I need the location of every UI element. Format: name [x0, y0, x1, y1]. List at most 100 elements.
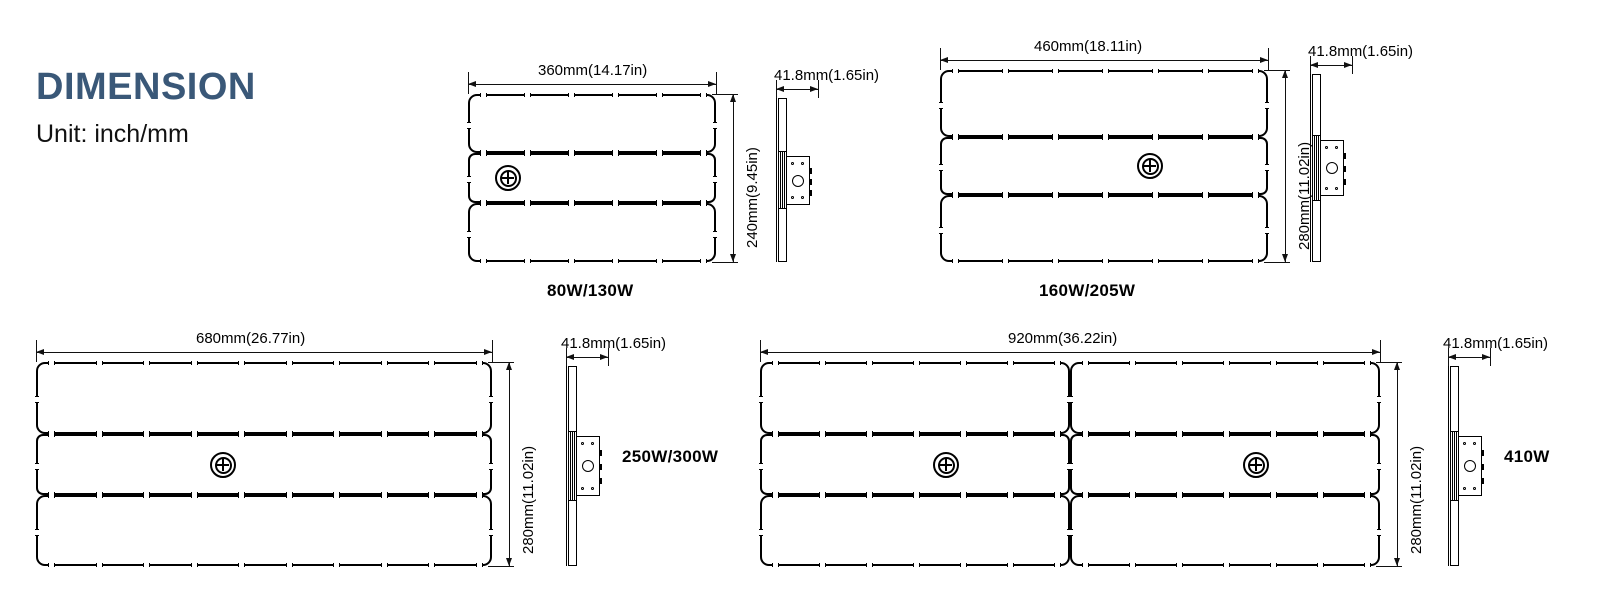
- heatsink-notch: [866, 361, 873, 365]
- heatsink-notch: [1002, 136, 1009, 140]
- ext-line: [712, 94, 738, 95]
- heatsink-notch: [772, 433, 779, 437]
- heatsink-notch: [952, 136, 959, 140]
- fixture-side-view: [1310, 74, 1354, 262]
- housing-edge-top: [1450, 366, 1459, 432]
- mounting-bracket: [786, 156, 812, 205]
- heatsink-notch: [656, 202, 663, 206]
- bracket-screw-hole: [801, 196, 805, 200]
- heatsink-notch: [1223, 361, 1230, 365]
- heatsink-notch: [1007, 361, 1014, 365]
- heatsink-notch: [428, 494, 436, 498]
- heatsink-notch: [95, 433, 103, 437]
- phillips-screw-icon: [495, 165, 521, 191]
- heatsink-notch: [1102, 259, 1109, 263]
- heatsink-notch: [380, 361, 388, 365]
- width-dimension-line: [468, 81, 716, 87]
- housing-edge-bottom: [1312, 200, 1321, 262]
- depth-dimension-line: [1448, 354, 1490, 360]
- heatsink-notch: [1223, 494, 1230, 498]
- heatsink-notch: [1377, 528, 1381, 536]
- heatsink-notch: [1129, 361, 1136, 365]
- heatsink-notch: [238, 563, 246, 567]
- phillips-screw-icon: [933, 452, 959, 478]
- junction-box-knockout-icon: [582, 460, 594, 472]
- heatsink-notch: [476, 433, 483, 437]
- bracket-tab: [599, 450, 602, 456]
- heatsink-notch: [568, 152, 575, 156]
- heatsink-notch: [1176, 494, 1183, 498]
- mounting-bracket: [1320, 140, 1346, 196]
- heatsink-notch: [1082, 494, 1089, 498]
- heatsink-notch: [1252, 69, 1259, 73]
- height-dimension-label: 240mm(9.45in): [744, 147, 761, 248]
- fixture-panel: [939, 136, 1269, 196]
- heatsink-notch: [1270, 563, 1277, 567]
- fixture-panel: [1069, 433, 1381, 496]
- heatsink-notch: [1052, 136, 1059, 140]
- junction-box-knockout-icon: [792, 175, 804, 187]
- heatsink-notch: [952, 259, 959, 263]
- heatsink-notch: [1270, 494, 1277, 498]
- heatsink-notch: [1069, 396, 1073, 403]
- heatsink-notch: [524, 93, 531, 97]
- heatsink-notch: [1102, 136, 1109, 140]
- heatsink-notch: [524, 259, 531, 263]
- depth-dimension-line: [566, 354, 608, 360]
- heatsink-notch: [489, 462, 493, 470]
- heatsink-notch: [1054, 433, 1061, 437]
- heatsink-notch: [35, 528, 39, 536]
- ext-line: [608, 348, 609, 366]
- heatsink-notch: [700, 93, 707, 97]
- heatsink-notch: [1202, 69, 1209, 73]
- heatsink-notch: [480, 202, 487, 206]
- unit-note: Unit: inch/mm: [36, 120, 189, 148]
- heatsink-notch: [612, 152, 619, 156]
- height-dimension-line: [1282, 70, 1288, 262]
- heatsink-notch: [285, 361, 293, 365]
- fixture-front-view: [467, 93, 717, 263]
- mounting-bracket: [576, 436, 602, 496]
- bracket-tab: [1481, 478, 1484, 484]
- heatsink-notch: [713, 121, 717, 129]
- heatsink-notch: [1002, 69, 1009, 73]
- heatsink-notch: [1007, 563, 1014, 567]
- heatsink-notch: [568, 202, 575, 206]
- heatsink-notch: [1223, 563, 1230, 567]
- heatsink-notch: [1069, 528, 1073, 536]
- heatsink-notch: [939, 101, 943, 109]
- heatsink-notch: [700, 202, 707, 206]
- housing-edge-top: [1312, 74, 1321, 136]
- heatsink-notch: [1002, 259, 1009, 263]
- heatsink-notch: [1002, 194, 1009, 198]
- ext-line: [488, 566, 514, 567]
- heatsink-notch: [1202, 194, 1209, 198]
- phillips-screw-icon: [1243, 452, 1269, 478]
- bracket-tab: [1481, 450, 1484, 456]
- heatsink-notch: [333, 361, 341, 365]
- heatsink-notch: [939, 226, 943, 234]
- ext-line: [1380, 340, 1381, 362]
- heatsink-notch: [1152, 136, 1159, 140]
- ext-line: [1490, 348, 1491, 366]
- phillips-screw-icon: [210, 452, 236, 478]
- heatsink-notch: [1007, 494, 1014, 498]
- ext-line: [1352, 56, 1353, 74]
- fixture-panel: [35, 361, 493, 435]
- screw-inner-ring: [1247, 456, 1265, 474]
- heatsink-notch: [939, 164, 943, 171]
- heatsink-notch: [1317, 361, 1324, 365]
- fixture-side-view: [566, 366, 610, 566]
- bracket-tab: [599, 464, 602, 470]
- heatsink-notch: [467, 230, 471, 238]
- heatsink-notch: [1052, 259, 1059, 263]
- fixture-panel: [759, 361, 1071, 435]
- heatsink-notch: [960, 563, 967, 567]
- heatsink-notch: [1317, 433, 1324, 437]
- heatsink-notch: [866, 433, 873, 437]
- ext-line: [1264, 262, 1290, 263]
- screw-slot-vertical: [945, 459, 947, 471]
- heatsink-notch: [1054, 494, 1061, 498]
- height-dimension-label: 280mm(11.02in): [520, 445, 537, 554]
